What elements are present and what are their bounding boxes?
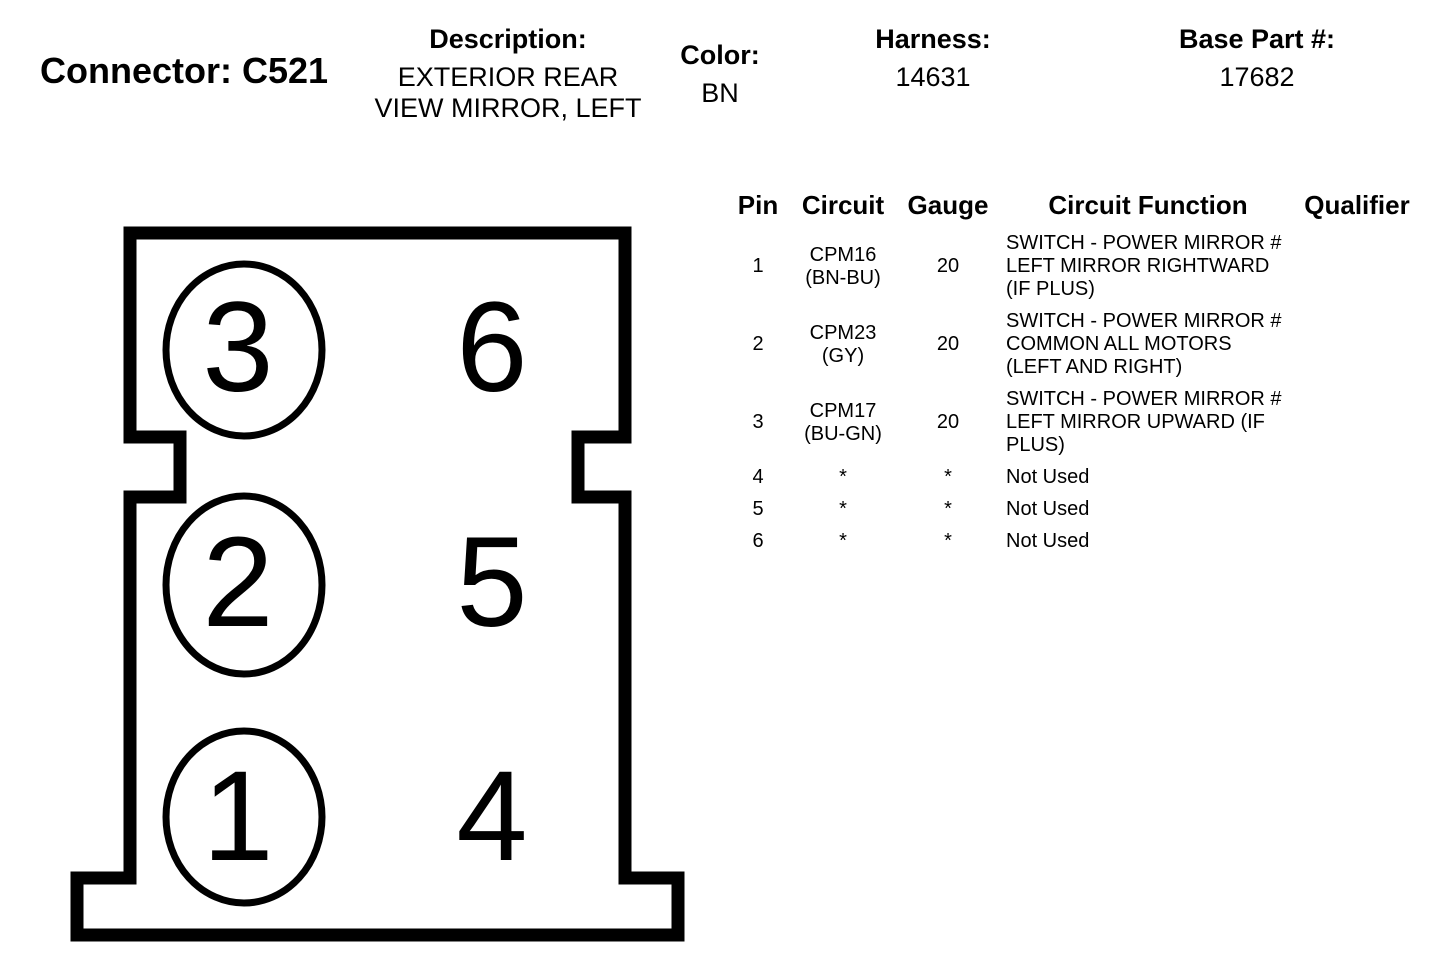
pin-table: Pin Circuit Gauge Circuit Function Quali… [728, 188, 1416, 562]
harness-label: Harness: [875, 24, 991, 54]
pin-label-5: 5 [456, 511, 527, 654]
base-part-label: Base Part #: [1178, 24, 1336, 54]
row-gauge: * [944, 530, 952, 552]
row-function-line: LEFT MIRROR UPWARD (IF [1006, 411, 1265, 433]
row-gauge: 20 [936, 411, 960, 433]
header-circuit-function: Circuit Function [1048, 190, 1248, 220]
pin-label-3: 3 [202, 276, 273, 419]
table-row: 4 * * Not Used [728, 466, 1416, 498]
row-function: Not Used [1006, 530, 1090, 552]
row-circuit: * [839, 498, 847, 520]
row-function-line: (LEFT AND RIGHT) [1006, 356, 1183, 378]
harness-block: Harness: 14631 [833, 24, 1033, 93]
row-function-line: LEFT MIRROR RIGHTWARD [1006, 255, 1270, 277]
header-pin: Pin [737, 190, 779, 220]
pin-label-1: 1 [202, 745, 273, 888]
description-line-2: VIEW MIRROR, LEFT [374, 93, 642, 123]
table-row: 5 * * Not Used [728, 498, 1416, 530]
row-function-line: SWITCH - POWER MIRROR # [1006, 388, 1282, 410]
harness-value: 14631 [895, 62, 971, 92]
header-qualifier: Qualifier [1304, 190, 1410, 220]
row-circuit-code: CPM23 [809, 321, 877, 344]
pin-2-circle [162, 492, 326, 678]
row-gauge: * [944, 498, 952, 520]
table-row: 1 CPM16 (BN-BU) 20 SWITCH - POWER MIRROR… [728, 232, 1416, 310]
connector-face-diagram: 3 6 2 5 1 4 [70, 226, 685, 942]
color-block: Color: BN [660, 40, 780, 109]
row-function-line: (IF PLUS) [1006, 278, 1095, 300]
row-pin: 2 [752, 333, 764, 355]
row-circuit: CPM23 (GY) [788, 310, 898, 388]
table-row: 2 CPM23 (GY) 20 SWITCH - POWER MIRROR # … [728, 310, 1416, 388]
row-function: SWITCH - POWER MIRROR # LEFT MIRROR UPWA… [998, 388, 1298, 466]
table-row: 3 CPM17 (BU-GN) 20 SWITCH - POWER MIRROR… [728, 388, 1416, 466]
connector-housing-outline [70, 226, 685, 942]
row-circuit: * [839, 466, 847, 488]
color-label: Color: [680, 40, 760, 70]
header-circuit: Circuit [801, 190, 885, 220]
row-circuit: * [839, 530, 847, 552]
base-part-block: Base Part #: 17682 [1157, 24, 1357, 93]
row-pin: 5 [752, 498, 764, 520]
connector-title: Connector: C521 [40, 50, 329, 91]
description-label: Description: [429, 24, 587, 54]
color-value: BN [701, 78, 739, 108]
row-qualifier [1298, 388, 1416, 466]
row-circuit-code: CPM17 [809, 399, 877, 422]
description-value: EXTERIOR REAR VIEW MIRROR, LEFT [358, 62, 658, 124]
row-circuit-code: CPM16 [809, 243, 877, 266]
row-pin: 1 [752, 255, 764, 277]
row-function-line: SWITCH - POWER MIRROR # [1006, 232, 1282, 254]
row-function: SWITCH - POWER MIRROR # COMMON ALL MOTOR… [998, 310, 1298, 388]
row-function: Not Used [1006, 466, 1090, 488]
header-gauge: Gauge [907, 190, 989, 220]
row-gauge: 20 [936, 255, 960, 277]
pin-table-header-row: Pin Circuit Gauge Circuit Function Quali… [728, 188, 1416, 232]
row-circuit: CPM17 (BU-GN) [788, 388, 898, 466]
row-gauge: * [944, 466, 952, 488]
row-circuit-color: (BU-GN) [804, 422, 882, 445]
table-row: 6 * * Not Used [728, 530, 1416, 562]
pin-3-circle [162, 260, 326, 440]
row-function-line: SWITCH - POWER MIRROR # [1006, 310, 1282, 332]
pin-label-6: 6 [456, 276, 527, 419]
row-pin: 3 [752, 411, 764, 433]
row-qualifier [1298, 530, 1416, 562]
description-line-1: EXTERIOR REAR [397, 62, 619, 92]
row-pin: 6 [752, 530, 764, 552]
row-qualifier [1298, 466, 1416, 498]
row-qualifier [1298, 498, 1416, 530]
pin-label-4: 4 [456, 745, 527, 888]
row-pin: 4 [752, 466, 764, 488]
row-qualifier [1298, 232, 1416, 310]
base-part-value: 17682 [1219, 62, 1295, 92]
row-function: Not Used [1006, 498, 1090, 520]
row-qualifier [1298, 310, 1416, 388]
row-function-line: PLUS) [1006, 434, 1065, 456]
row-circuit-color: (BN-BU) [805, 266, 881, 289]
description-block: Description: EXTERIOR REAR VIEW MIRROR, … [358, 24, 658, 124]
pin-label-2: 2 [202, 511, 273, 654]
row-circuit-color: (GY) [821, 344, 865, 367]
row-gauge: 20 [936, 333, 960, 355]
row-function: SWITCH - POWER MIRROR # LEFT MIRROR RIGH… [998, 232, 1298, 310]
row-function-line: COMMON ALL MOTORS [1006, 333, 1232, 355]
pin-1-circle [162, 727, 326, 907]
row-circuit: CPM16 (BN-BU) [788, 232, 898, 310]
